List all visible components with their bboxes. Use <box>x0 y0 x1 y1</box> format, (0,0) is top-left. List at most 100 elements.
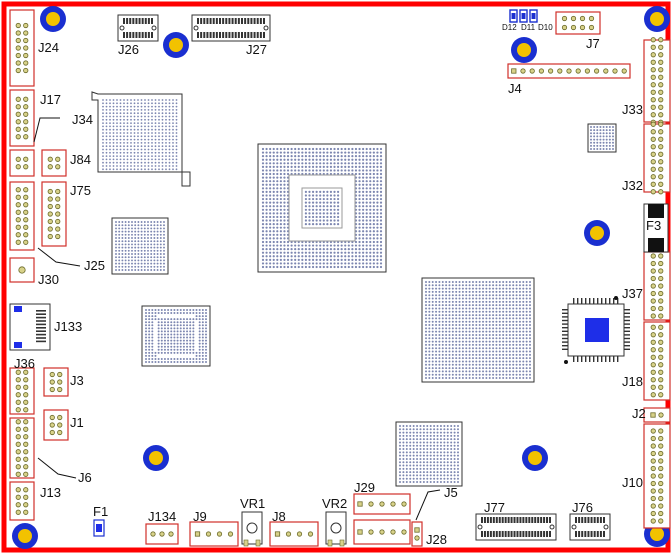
header-j84 <box>41 149 67 177</box>
header-j32 <box>643 121 671 195</box>
label-j84: J84 <box>70 152 91 167</box>
fuse-f1 <box>93 519 105 537</box>
variable-resistor-vr1 <box>241 511 263 547</box>
mount-hole-icon <box>584 220 610 246</box>
mount-hole-icon <box>522 445 548 471</box>
header-j28 <box>411 521 423 547</box>
header-j3 <box>43 367 69 397</box>
label-j134: J134 <box>148 509 176 524</box>
header-j29 <box>353 493 411 515</box>
mount-hole-icon <box>511 37 537 63</box>
led-d12-d10 <box>509 9 538 23</box>
fuse-f3 <box>643 203 669 253</box>
label-j8: J8 <box>272 509 286 524</box>
label-j30: J30 <box>38 272 59 287</box>
label-j76: J76 <box>572 500 593 515</box>
header-j9 <box>189 521 239 547</box>
label-j26: J26 <box>118 42 139 57</box>
connector-j27 <box>191 14 271 42</box>
label-j17: J17 <box>40 92 61 107</box>
header-j75 <box>41 181 67 247</box>
label-f3: F3 <box>646 218 661 233</box>
bga-package-icon <box>111 217 169 275</box>
bga-package-icon <box>141 305 211 367</box>
label-j1: J1 <box>70 415 84 430</box>
header-j18 <box>643 321 671 401</box>
header-j4 <box>507 63 631 79</box>
bga-package-icon <box>257 143 387 273</box>
labels: J24 J26 J27 D12 D11 D10 J7 J4 J17 J34 J3… <box>14 23 661 547</box>
mount-hole-icon <box>644 6 670 32</box>
label-f1: F1 <box>93 504 108 519</box>
leader-j34 <box>33 117 60 143</box>
bga-package-icon <box>587 123 617 153</box>
header-j7 <box>555 11 601 35</box>
label-j7: J7 <box>586 36 600 51</box>
label-j9: J9 <box>193 509 207 524</box>
header-j37 <box>643 251 671 321</box>
header-j10 <box>643 423 671 529</box>
mount-hole-icon <box>163 32 189 58</box>
label-j29: J29 <box>354 480 375 495</box>
connector-j77 <box>475 513 557 541</box>
leader-j6 <box>37 457 77 479</box>
label-d10: D10 <box>538 23 553 32</box>
bga-package-icon <box>91 91 191 187</box>
connector-j76 <box>569 513 611 541</box>
label-j5: J5 <box>444 485 458 500</box>
variable-resistor-vr2 <box>325 511 347 547</box>
label-j33: J33 <box>622 102 643 117</box>
header-j36 <box>9 367 35 415</box>
label-j75: J75 <box>70 183 91 198</box>
label-j133: J133 <box>54 319 82 334</box>
mount-hole-icon <box>143 445 169 471</box>
bga-inner-frame <box>288 174 356 242</box>
header-j34 <box>9 149 35 177</box>
header-j33 <box>643 37 671 125</box>
header-j5 <box>353 519 411 545</box>
label-j27: J27 <box>246 42 267 57</box>
leader-j5 <box>415 489 441 521</box>
mount-hole-icon <box>12 523 38 549</box>
header-j6 <box>9 417 35 479</box>
label-j28: J28 <box>426 532 447 547</box>
header-j13 <box>9 481 35 521</box>
label-j25: J25 <box>84 258 105 273</box>
label-vr2: VR2 <box>322 496 347 511</box>
header-j25 <box>9 181 35 251</box>
header-j24 <box>9 9 35 87</box>
header-j2 <box>643 407 671 423</box>
label-j4: J4 <box>508 81 522 96</box>
header-j17 <box>9 89 35 147</box>
bga-package-icon <box>395 421 463 487</box>
label-j37: J37 <box>622 286 643 301</box>
label-d11: D11 <box>521 23 536 32</box>
components <box>9 6 671 549</box>
label-j77: J77 <box>484 500 505 515</box>
header-j1 <box>43 409 69 441</box>
label-j24: J24 <box>38 40 59 55</box>
connector-j26 <box>117 14 159 42</box>
label-j32: J32 <box>622 178 643 193</box>
connector-j133 <box>9 303 51 351</box>
label-d12: D12 <box>502 23 517 32</box>
mount-hole-icon <box>40 6 66 32</box>
label-j34: J34 <box>72 112 93 127</box>
label-j3: J3 <box>70 373 84 388</box>
header-j30 <box>9 257 35 283</box>
header-j134 <box>145 523 179 545</box>
label-j13: J13 <box>40 485 61 500</box>
label-j2: J2 <box>632 406 646 421</box>
label-j36: J36 <box>14 356 35 371</box>
leader-j25 <box>37 247 81 267</box>
label-j10: J10 <box>622 475 643 490</box>
label-j18: J18 <box>622 374 643 389</box>
header-j8 <box>269 521 319 547</box>
qfp-package-icon <box>562 296 630 364</box>
label-j6: J6 <box>78 470 92 485</box>
bga-package-icon <box>421 277 535 383</box>
label-vr1: VR1 <box>240 496 265 511</box>
